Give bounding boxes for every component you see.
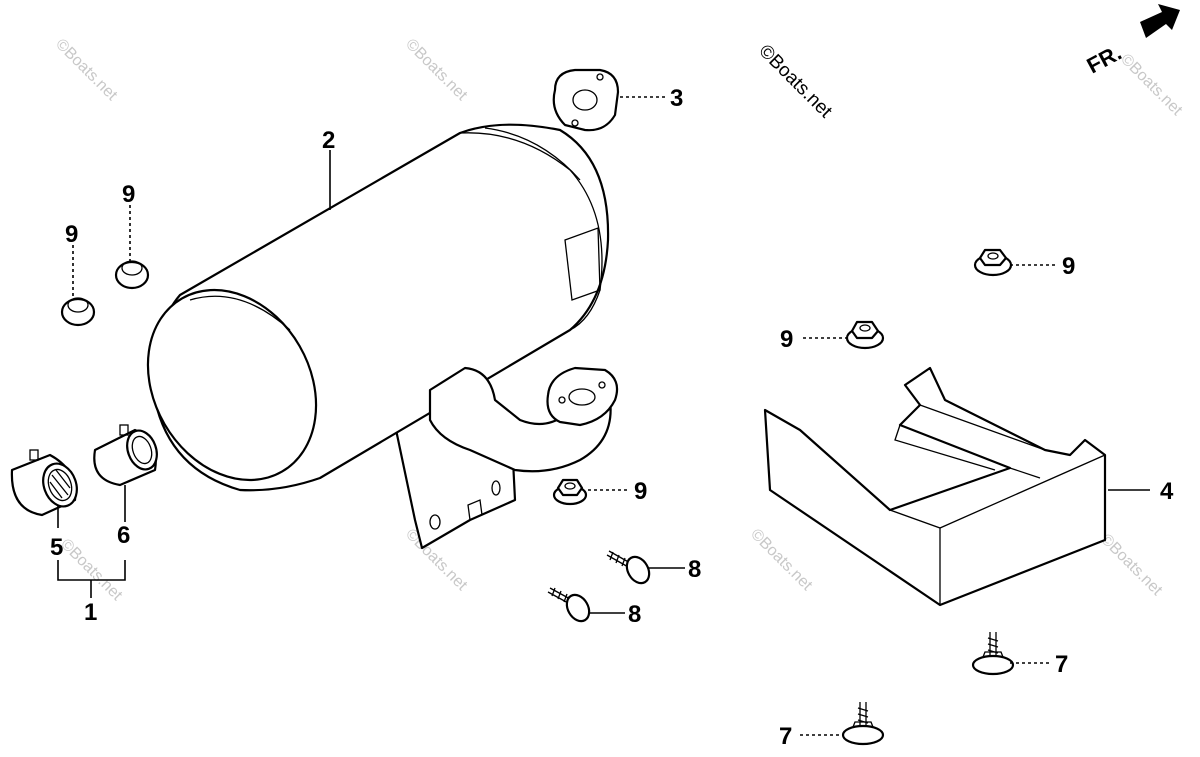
muffler-tab <box>564 227 601 301</box>
front-label: FR. <box>1083 40 1126 79</box>
flange-bolt <box>547 587 591 623</box>
gasket-body <box>552 68 620 132</box>
bracket-hole <box>429 514 441 530</box>
gasket <box>552 68 620 132</box>
callout-6: 6 <box>117 522 130 549</box>
exhaust-pipe <box>428 366 612 473</box>
watermark: ©Boats.net <box>402 36 471 105</box>
callouts: 1 2 3 4 5 6 7 7 8 8 9 9 9 9 9 <box>50 85 1174 750</box>
grommet <box>60 297 96 327</box>
callout-9: 9 <box>122 181 135 208</box>
callout-7: 7 <box>1055 651 1068 678</box>
flange-bolt-vertical <box>841 702 885 746</box>
callout-8: 8 <box>628 601 641 628</box>
watermark: ©Boats.net <box>1097 531 1166 600</box>
watermark: ©Boats.net <box>52 36 121 105</box>
watermark-main: ©Boats.net <box>754 41 836 123</box>
protector-body <box>763 366 1107 607</box>
callout-5: 5 <box>50 534 63 561</box>
muffler-protector <box>763 366 1107 607</box>
callout-9: 9 <box>65 221 78 248</box>
flange-nut <box>845 320 885 350</box>
spark-arrester <box>10 449 78 517</box>
callout-3: 3 <box>670 85 683 112</box>
callout-2: 2 <box>322 127 335 154</box>
flange-bolt <box>606 550 651 585</box>
bracket-hole <box>491 480 501 496</box>
flange-nut <box>973 248 1013 277</box>
callout-1: 1 <box>84 599 97 626</box>
callout-9: 9 <box>1062 253 1075 280</box>
muffler <box>146 123 619 550</box>
grommet <box>114 260 150 290</box>
callout-8: 8 <box>688 556 701 583</box>
callout-4: 4 <box>1160 478 1174 505</box>
flange-nut <box>552 478 588 506</box>
pipe-collar <box>93 424 158 487</box>
callout-9: 9 <box>780 326 793 353</box>
watermark: ©Boats.net <box>747 526 816 595</box>
callout-7: 7 <box>779 723 792 750</box>
watermark: ©Boats.net <box>1117 51 1186 120</box>
front-arrow-icon <box>1140 4 1180 38</box>
callout-9: 9 <box>634 478 647 505</box>
flange-bolt-vertical <box>971 632 1015 676</box>
leader-lines <box>57 96 1150 736</box>
muffler-end-cap <box>146 288 318 482</box>
